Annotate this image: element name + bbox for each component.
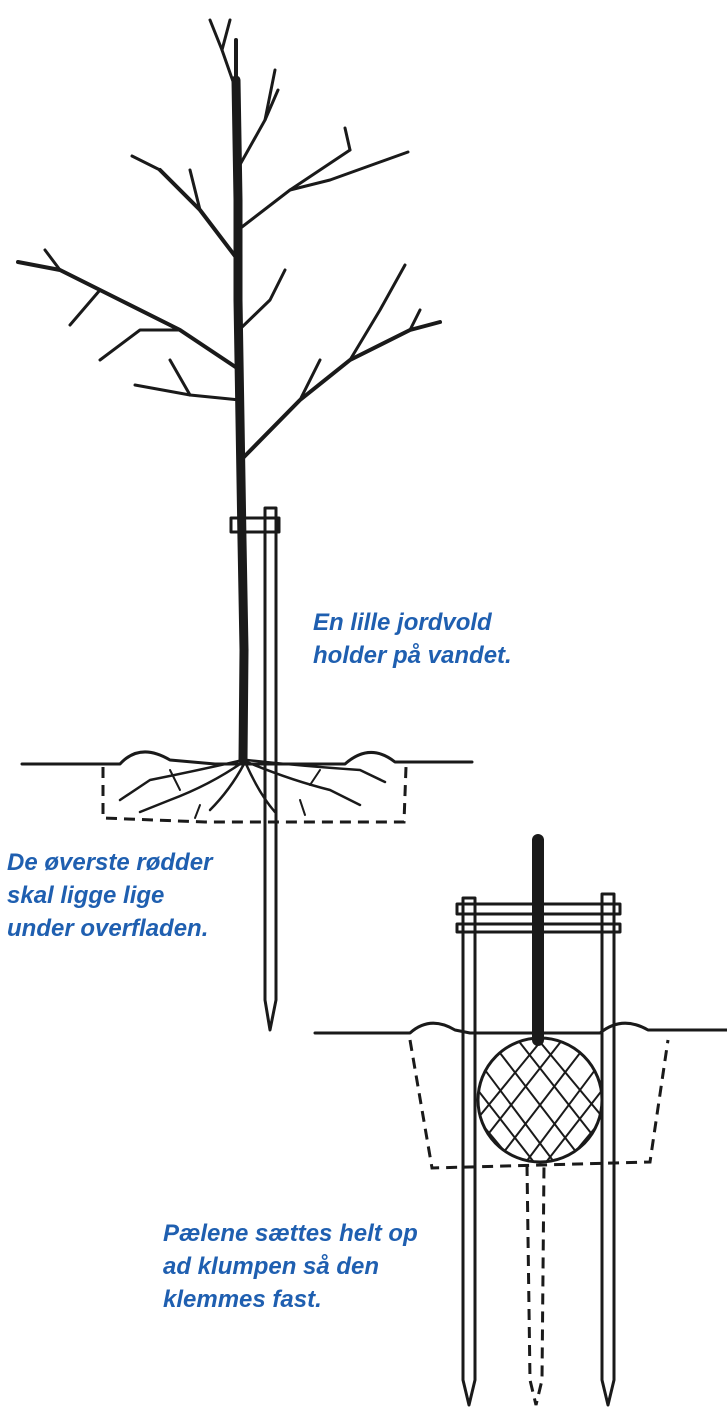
tree-roots-1 [120, 760, 385, 818]
caption-mound-line-1: En lille jordvold [313, 606, 512, 639]
stake-under-ball [527, 1165, 544, 1405]
caption-mound-line-2: holder på vandet. [313, 639, 512, 672]
caption-stakes-line-1: Pælene sættes helt op [163, 1217, 418, 1250]
caption-roots-line-2: skal ligge lige [7, 879, 212, 912]
ground-line-2 [315, 1023, 727, 1033]
stake-left-2 [463, 898, 475, 1405]
tree-trunk-1 [236, 80, 244, 760]
root-ball [460, 1030, 630, 1170]
caption-mound: En lille jordvold holder på vandet. [313, 606, 512, 672]
caption-stakes-line-2: ad klumpen så den [163, 1250, 418, 1283]
caption-stakes: Pælene sættes helt op ad klumpen så den … [163, 1217, 418, 1316]
caption-roots-line-3: under overfladen. [7, 912, 212, 945]
caption-roots: De øverste rødder skal ligge lige under … [7, 846, 212, 945]
tree-stake-1 [231, 508, 279, 1030]
planting-hole-outline-1 [103, 767, 406, 822]
caption-stakes-line-3: klemmes fast. [163, 1283, 418, 1316]
caption-roots-line-1: De øverste rødder [7, 846, 212, 879]
stake-right-2 [602, 894, 614, 1405]
tree-branches-1 [18, 20, 440, 460]
root-ball-tree-illustration [315, 840, 727, 1405]
